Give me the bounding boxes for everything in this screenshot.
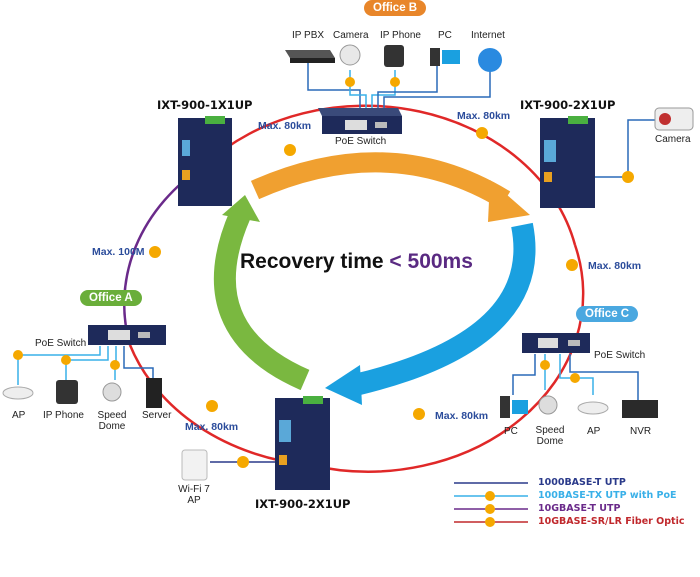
distance-bottom-left: Max. 80km: [185, 421, 239, 433]
label-ap-a: AP: [12, 410, 26, 421]
label-speed-dome-c: Speed Dome: [535, 425, 565, 447]
label-pc: PC: [438, 30, 452, 41]
ip-phone-icon-a: [56, 380, 78, 404]
office-c-badge: Office C: [576, 306, 639, 322]
label-server: Server: [142, 410, 172, 421]
model-top-right: IXT-900-2X1UP: [520, 98, 616, 112]
distance-bottom-right: Max. 80km: [435, 410, 489, 422]
pc-icon: [430, 48, 460, 66]
label-wifi7-ap: Wi-Fi 7 AP: [178, 484, 210, 506]
ixt-top-right: [540, 116, 595, 208]
label-poe-switch-a: PoE Switch: [35, 338, 87, 349]
server-icon: [146, 378, 162, 408]
nvr-icon: [622, 400, 658, 418]
speed-dome-icon-a: [102, 382, 122, 402]
label-ip-phone-a: IP Phone: [43, 410, 84, 421]
arrow-blue-head: [325, 365, 362, 405]
ap-icon-a: [2, 386, 34, 400]
legend-10gbase-fiber: 10GBASE-SR/LR Fiber Optic: [538, 516, 685, 527]
ip-phone-icon: [384, 45, 404, 67]
model-top-left: IXT-900-1X1UP: [157, 98, 253, 112]
legend-lines: [454, 482, 528, 527]
ixt-bottom: [275, 396, 330, 490]
label-poe-switch-b: PoE Switch: [335, 136, 387, 147]
office-a-badge: Office A: [80, 290, 142, 306]
arrow-green-head: [222, 195, 260, 222]
label-poe-switch-c: PoE Switch: [594, 350, 646, 361]
switch-office-b: [318, 108, 402, 134]
label-ap-c: AP: [587, 426, 601, 437]
recovery-value: < 500ms: [389, 250, 473, 273]
camera-icon: [339, 44, 361, 66]
port-badges: [13, 77, 634, 468]
arrow-orange: [250, 152, 511, 209]
distance-top-left: Max. 80km: [258, 120, 312, 132]
arrow-green: [213, 210, 310, 391]
label-internet: Internet: [471, 30, 505, 41]
right-camera-icon: [654, 107, 694, 131]
right-camera-link: [595, 119, 655, 178]
recovery-label: Recovery time: [240, 250, 384, 273]
distance-right: Max. 80km: [588, 260, 642, 272]
label-speed-dome-a: Speed Dome: [97, 410, 127, 432]
distance-top-right: Max. 80km: [457, 110, 511, 122]
switch-office-a: [88, 325, 166, 345]
internet-globe-icon: [478, 48, 502, 72]
label-ip-phone: IP Phone: [380, 30, 421, 41]
legend-10gbase-t: 10GBASE-T UTP: [538, 503, 621, 514]
label-ip-pbx: IP PBX: [292, 30, 325, 41]
pbx-icon: [285, 50, 335, 63]
fiber-ring-right: [309, 244, 585, 473]
model-bottom: IXT-900-2X1UP: [255, 497, 351, 511]
ap-icon-c: [577, 401, 609, 415]
ixt-top-left: [178, 116, 232, 206]
label-camera: Camera: [333, 30, 369, 41]
wifi7-ap-icon: [181, 449, 208, 481]
recovery-time-text: Recovery time < 500ms: [240, 250, 473, 274]
legend-1000base-t: 1000BASE-T UTP: [538, 477, 626, 488]
arrow-blue: [352, 222, 536, 396]
label-pc-c: PC: [504, 426, 518, 437]
arrow-orange-head: [488, 180, 530, 222]
label-right-camera: Camera: [655, 134, 691, 145]
speed-dome-icon-c: [538, 395, 558, 415]
office-b-badge: Office B: [364, 0, 427, 16]
label-nvr: NVR: [630, 426, 652, 437]
switch-office-c: [522, 333, 590, 353]
legend-100base-tx-poe: 100BASE-TX UTP with PoE: [538, 490, 677, 501]
distance-left: Max. 100M: [92, 246, 145, 258]
pc-icon-c: [500, 396, 528, 418]
